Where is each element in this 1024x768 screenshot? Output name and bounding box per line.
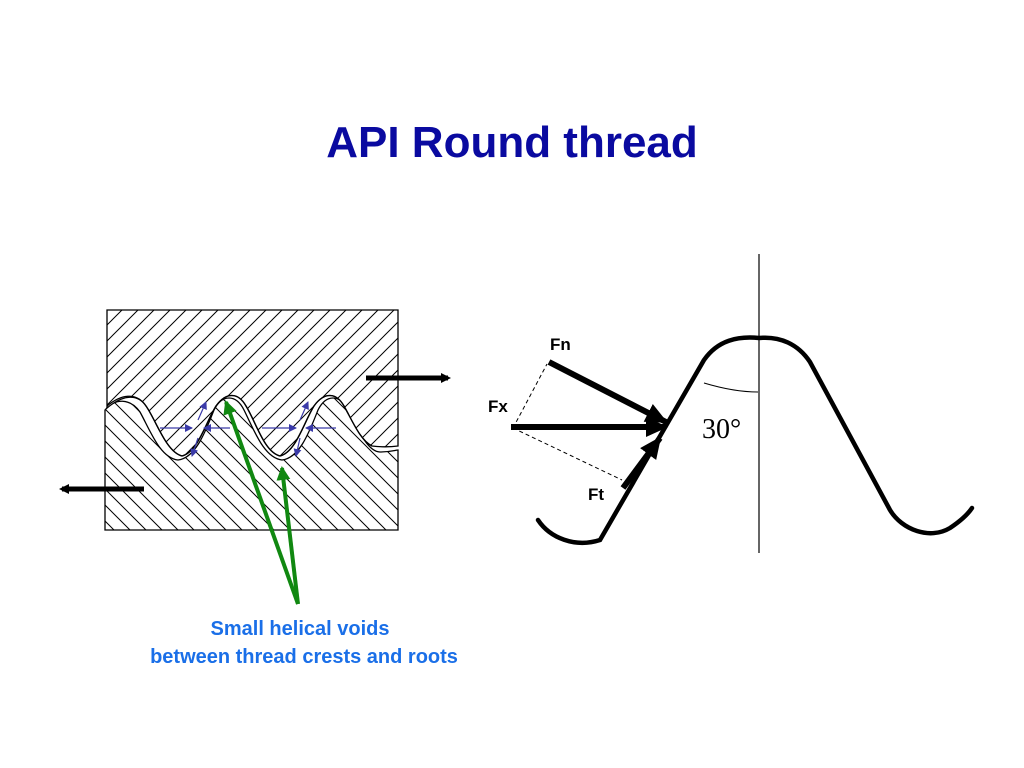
angle-arc <box>703 382 759 393</box>
force-diagram: 30° Fn Fx Ft <box>488 254 975 553</box>
page-title: API Round thread <box>326 118 698 167</box>
ft-label: Ft <box>588 485 604 504</box>
thread-cross-section <box>104 309 399 531</box>
angle-label: 30° <box>702 414 741 445</box>
caption-line-1: Small helical voids <box>211 618 390 640</box>
void-pointer-arrow-2 <box>276 466 300 605</box>
ft-force-arrow <box>620 436 663 490</box>
caption-line-2: between thread crests and roots <box>150 646 458 668</box>
lower-threaded-member <box>104 397 399 531</box>
flank-contact-arrows <box>160 401 336 457</box>
fn-label: Fn <box>550 335 571 354</box>
void-pointer-arrow-1 <box>223 400 300 605</box>
fn-force-arrow <box>547 359 668 425</box>
fx-label: Fx <box>488 397 508 416</box>
round-thread-profile <box>535 335 975 546</box>
